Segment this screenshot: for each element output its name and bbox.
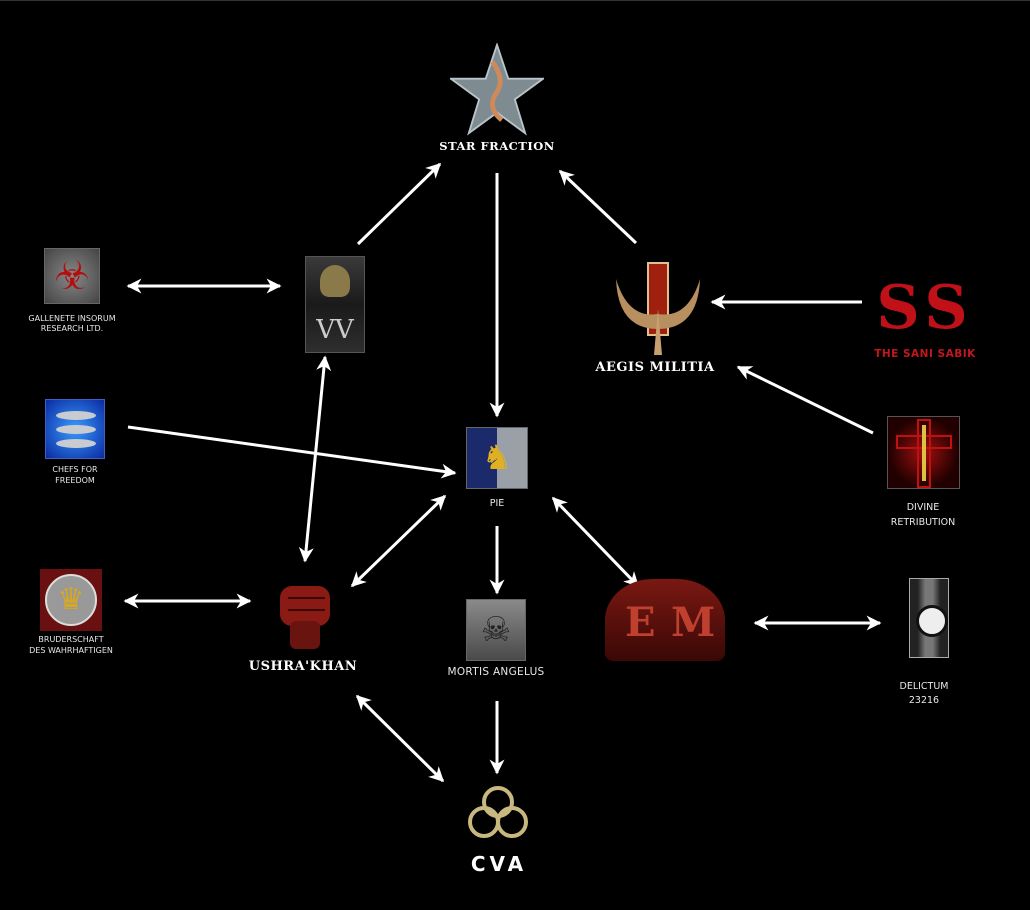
- em-logo-letter-m: M: [671, 599, 716, 646]
- ushrakhan-label: USHRA'KHAN: [248, 659, 358, 674]
- fist-logo-icon: [280, 586, 330, 649]
- aegis-militia-label: AEGIS MILITIA: [595, 360, 715, 375]
- edge-vv-ushra: [298, 355, 332, 563]
- edge-divine-aegis: [736, 365, 874, 435]
- chefs-label-1: CHEFS FOR: [52, 465, 98, 474]
- sani-sabik-logo-icon: SS: [876, 273, 974, 343]
- delictum-label-1: DELICTUM: [899, 681, 949, 692]
- edge-chefs-pie: [127, 425, 457, 479]
- gallenete-label-1: GALLENETE INSORUM: [28, 314, 116, 323]
- skull-icon: ☠: [466, 599, 526, 661]
- vv-label: VV: [316, 315, 354, 345]
- delictum-label-2: 23216: [908, 695, 940, 706]
- sani-sabik-label: THE SANI SABIK: [874, 348, 976, 360]
- divine-label-1: DIVINE: [906, 502, 940, 513]
- bruderschaft-label-1: BRUDERSCHAFT: [38, 635, 104, 644]
- mortis-angelus-label: MORTIS ANGELUS: [447, 666, 545, 678]
- edge-ushra-pie: [350, 494, 447, 588]
- helmet-logo-icon: VV: [305, 256, 365, 353]
- edge-aegis-star_fraction: [558, 169, 638, 245]
- winged-sword-icon: [887, 416, 960, 489]
- biohazard-icon: ☣: [44, 248, 100, 304]
- edge-ushra-cva: [355, 694, 445, 783]
- lion-icon: ♛: [40, 569, 102, 631]
- cva-logo-icon: [468, 786, 528, 838]
- star-logo-icon: [450, 43, 544, 136]
- divine-label-2: RETRIBUTION: [890, 517, 956, 528]
- chefs-label-2: FREEDOM: [55, 476, 95, 485]
- em-logo-icon: E M: [605, 579, 725, 661]
- cva-label: CVA: [470, 852, 528, 876]
- edge-pie-em: [551, 496, 640, 588]
- gallenete-label-2: RESEARCH LTD.: [40, 324, 104, 333]
- star-fraction-label: STAR FRACTION: [439, 139, 555, 153]
- griffin-icon: ♞: [466, 427, 528, 489]
- delictum-icon: [909, 578, 949, 658]
- pie-label: PIE: [489, 498, 505, 509]
- bruderschaft-label-2: DES WAHRHAFTIGEN: [29, 646, 113, 655]
- edge-vv-star_fraction: [356, 162, 442, 246]
- fish-icon: [45, 399, 105, 459]
- aegis-logo-icon: [616, 262, 700, 355]
- em-logo-letter-e: E: [625, 599, 656, 646]
